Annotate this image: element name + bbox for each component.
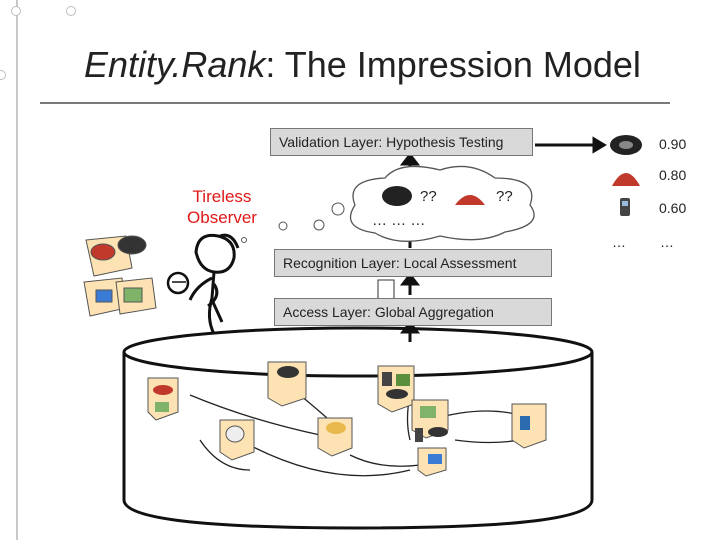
cloud-question-1: ?? (420, 188, 437, 205)
observer-figure (166, 233, 240, 335)
slide-title: Entity.Rank: The Impression Model (84, 44, 641, 86)
title-underline (40, 102, 670, 104)
title-colon: : (265, 44, 276, 85)
validation-layer-box: Validation Layer: Hypothesis Testing (270, 128, 533, 156)
observer-label: Tireless Observer (172, 186, 272, 228)
score-value: 0.90 (659, 136, 687, 152)
score-icons (610, 135, 642, 216)
score-value: 0.80 (659, 167, 687, 183)
score-value: … (660, 234, 674, 250)
database-cylinder (122, 326, 594, 530)
frame-dot (0, 70, 6, 80)
observer-label-line1: Tireless (192, 187, 252, 206)
cloud-ellipsis: … … … (372, 212, 426, 229)
frame-dot (11, 6, 21, 16)
database-doc-icons (153, 366, 530, 464)
cell-phone-icon (620, 198, 630, 216)
cloud-question-2: ?? (496, 188, 513, 205)
thought-cloud (241, 165, 535, 243)
access-layer-box: Access Layer: Global Aggregation (274, 298, 552, 326)
title-rest: The Impression Model (275, 44, 641, 85)
slide-frame-line (16, 0, 18, 540)
frame-dot (66, 6, 76, 16)
score-icon-ellipsis: … (612, 234, 626, 250)
observer-doc-stack (83, 235, 157, 317)
recognition-layer-box: Recognition Layer: Local Assessment (274, 249, 552, 277)
red-phone-icon (612, 173, 640, 186)
title-entityrank: Entity.Rank (84, 44, 266, 85)
observer-label-line2: Observer (187, 208, 257, 227)
score-value: 0.60 (659, 200, 687, 216)
